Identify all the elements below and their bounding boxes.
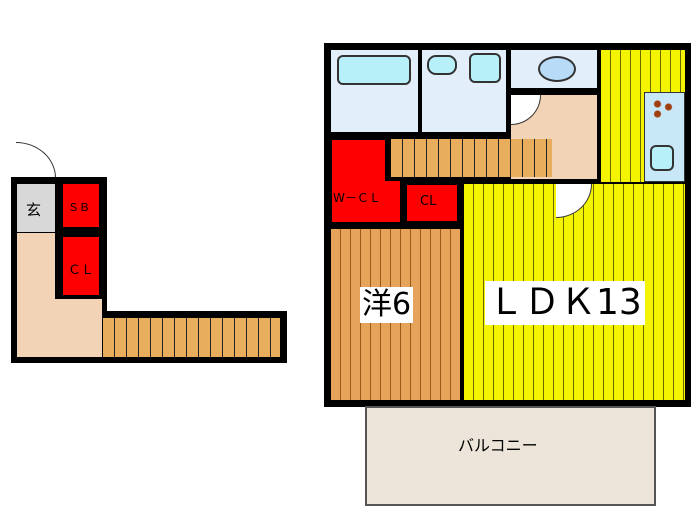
- walk-in-closet-lower: [331, 181, 401, 223]
- shoe-box-label: ＳＢ: [68, 201, 90, 214]
- balcony-label: バルコニー: [458, 436, 538, 455]
- shoe-box[interactable]: [62, 183, 100, 228]
- left-closet[interactable]: [62, 236, 100, 296]
- bathtub-icon: [337, 55, 411, 85]
- walk-in-closet-label: W－ＣＬ: [333, 191, 381, 205]
- right-closet[interactable]: [406, 184, 458, 222]
- western-room-label: 洋6: [360, 287, 414, 323]
- washer-icon: [469, 53, 501, 83]
- left-stairs: [103, 318, 280, 357]
- right-stairs: [391, 139, 552, 177]
- entrance-door-icon: [16, 142, 56, 178]
- toilet-icon: [538, 56, 576, 82]
- ldk-label: ＬＤＫ13: [485, 281, 645, 325]
- sink-icon: [427, 55, 457, 75]
- genkan-label: 玄: [26, 201, 42, 219]
- left-closet-label: ＣＬ: [68, 263, 95, 278]
- right-closet-label: CL: [420, 194, 437, 209]
- stove-icon: [652, 98, 674, 118]
- balcony[interactable]: [365, 406, 656, 506]
- genkan-room: [17, 184, 55, 232]
- kitchen-sink-icon: [650, 145, 674, 171]
